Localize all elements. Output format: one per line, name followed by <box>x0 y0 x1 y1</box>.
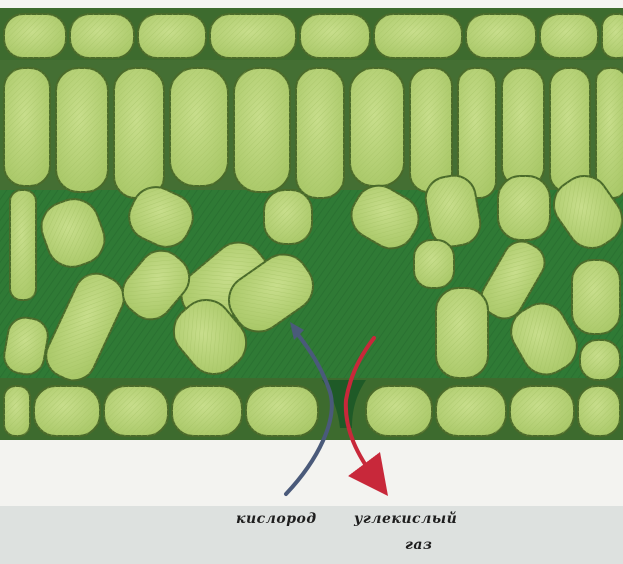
spongy-cell-texture <box>10 190 36 300</box>
lower-epidermis-cell-texture <box>104 386 168 436</box>
lower-epidermis-cell-texture <box>578 386 620 436</box>
spongy-cell-texture <box>498 176 550 240</box>
lower-epidermis-cell-texture <box>34 386 100 436</box>
palisade-cell-texture <box>234 68 290 192</box>
lower-epidermis-cell-texture <box>172 386 242 436</box>
lower-epidermis-cell-texture <box>510 386 574 436</box>
lower-epidermis-cell-texture <box>246 386 318 436</box>
lower-epidermis-cell-texture <box>436 386 506 436</box>
palisade-cell-texture <box>170 68 228 186</box>
palisade-cell-texture <box>296 68 344 198</box>
palisade-cell-texture <box>56 68 108 192</box>
epidermis-cell-texture <box>466 14 536 58</box>
palisade-cell-texture <box>410 68 452 192</box>
epidermis-cell-texture <box>210 14 296 58</box>
palisade-cell-texture <box>114 68 164 198</box>
palisade-cell-texture <box>502 68 544 186</box>
spongy-cell-texture <box>572 260 620 334</box>
palisade-cell-texture <box>550 68 590 192</box>
palisade-cell-texture <box>596 68 623 198</box>
carbon-dioxide-label-line1: углекислый <box>354 511 457 527</box>
spongy-cell-texture <box>436 288 488 378</box>
epidermis-cell-texture <box>300 14 370 58</box>
epidermis-cell-texture <box>602 14 623 58</box>
epidermis-cell-texture <box>70 14 134 58</box>
spongy-cell-texture <box>414 240 454 288</box>
palisade-cell-texture <box>350 68 404 186</box>
spongy-cell-texture <box>264 190 312 244</box>
epidermis-cell-texture <box>138 14 206 58</box>
palisade-cell-texture <box>4 68 50 186</box>
lower-epidermis-cell-texture <box>4 386 30 436</box>
spongy-cell-texture <box>580 340 620 380</box>
epidermis-cell-texture <box>4 14 66 58</box>
upper-epidermis <box>4 14 623 58</box>
oxygen-label: кислород <box>236 511 317 527</box>
epidermis-cell-texture <box>374 14 462 58</box>
epidermis-cell-texture <box>540 14 598 58</box>
lower-epidermis-cell-texture <box>366 386 432 436</box>
carbon-dioxide-label-line2: газ <box>405 537 432 553</box>
outside-air <box>0 440 623 506</box>
